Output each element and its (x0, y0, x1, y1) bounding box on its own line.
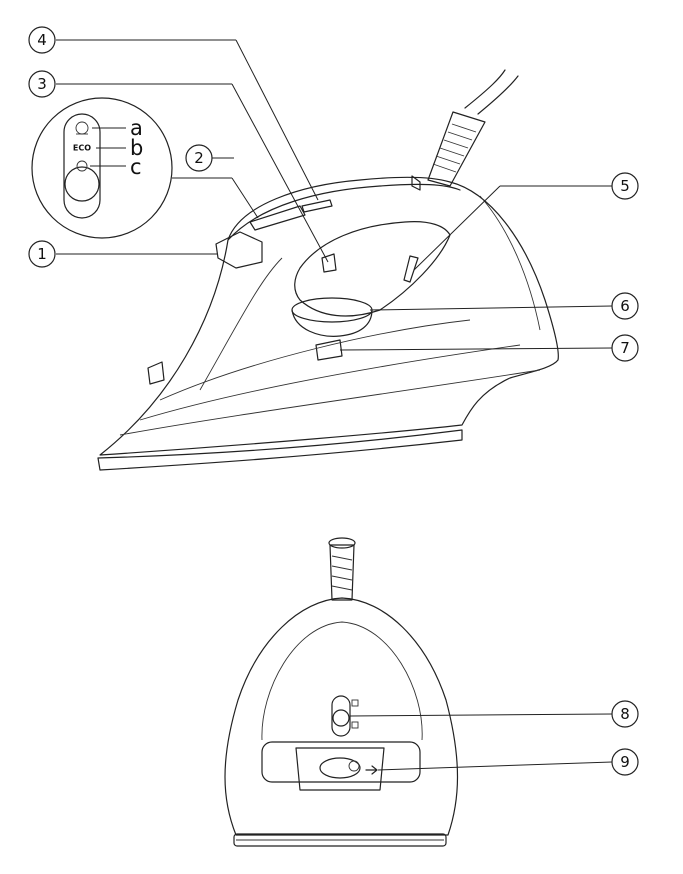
shot-of-steam-button (215, 231, 263, 269)
handle-opening (294, 221, 451, 317)
svg-text:6: 6 (620, 297, 630, 315)
callout-7: 7 (611, 334, 639, 362)
temperature-dial-slot (331, 695, 351, 737)
callout-3: 3 (28, 70, 56, 98)
calc-clean-button (295, 747, 385, 791)
rear-soleplate (233, 833, 447, 847)
svg-text:7: 7 (620, 339, 630, 357)
callout-8: 8 (611, 700, 639, 728)
leader-lines (56, 39, 613, 771)
eco-label: ECO (73, 144, 91, 153)
filling-door (301, 199, 333, 213)
callout-1: 1 (28, 240, 56, 268)
label-b: b (130, 136, 143, 160)
temperature-light (403, 255, 419, 283)
svg-text:4: 4 (37, 31, 47, 49)
steam-min-icon (76, 160, 88, 172)
svg-text:5: 5 (620, 177, 630, 195)
selector-detail: ECO a b c (31, 97, 259, 239)
spray-nozzle (147, 361, 165, 385)
svg-text:2: 2 (194, 149, 204, 167)
spray-button (315, 339, 343, 361)
callout-5: 5 (611, 172, 639, 200)
cord-protector (427, 111, 486, 187)
soleplate (97, 429, 463, 471)
steam-max-icon (75, 121, 89, 135)
callout-9: 9 (611, 748, 639, 776)
callout-2: 2 (185, 144, 213, 172)
svg-text:3: 3 (37, 75, 47, 93)
rear-cord-protector (329, 544, 355, 601)
svg-text:1: 1 (37, 245, 47, 263)
iron-body (99, 176, 559, 456)
iron-side-view (97, 69, 559, 471)
steam-selector (249, 205, 306, 231)
label-c: c (130, 155, 142, 179)
detail-circle (31, 97, 173, 239)
cord-protector-ribs (432, 123, 477, 173)
power-cord (464, 69, 519, 115)
arrow-icon (365, 765, 378, 775)
label-a: a (130, 116, 143, 140)
iron-handle (227, 183, 461, 241)
rear-body (224, 597, 459, 836)
svg-text:9: 9 (620, 753, 630, 771)
callout-4: 4 (28, 26, 56, 54)
steam-dial (291, 297, 373, 323)
rear-panel (261, 741, 421, 783)
selector-knob (64, 166, 100, 202)
svg-text:8: 8 (620, 705, 630, 723)
water-tank-label (321, 253, 337, 273)
iron-rear-view (224, 537, 459, 847)
callout-6: 6 (611, 292, 639, 320)
